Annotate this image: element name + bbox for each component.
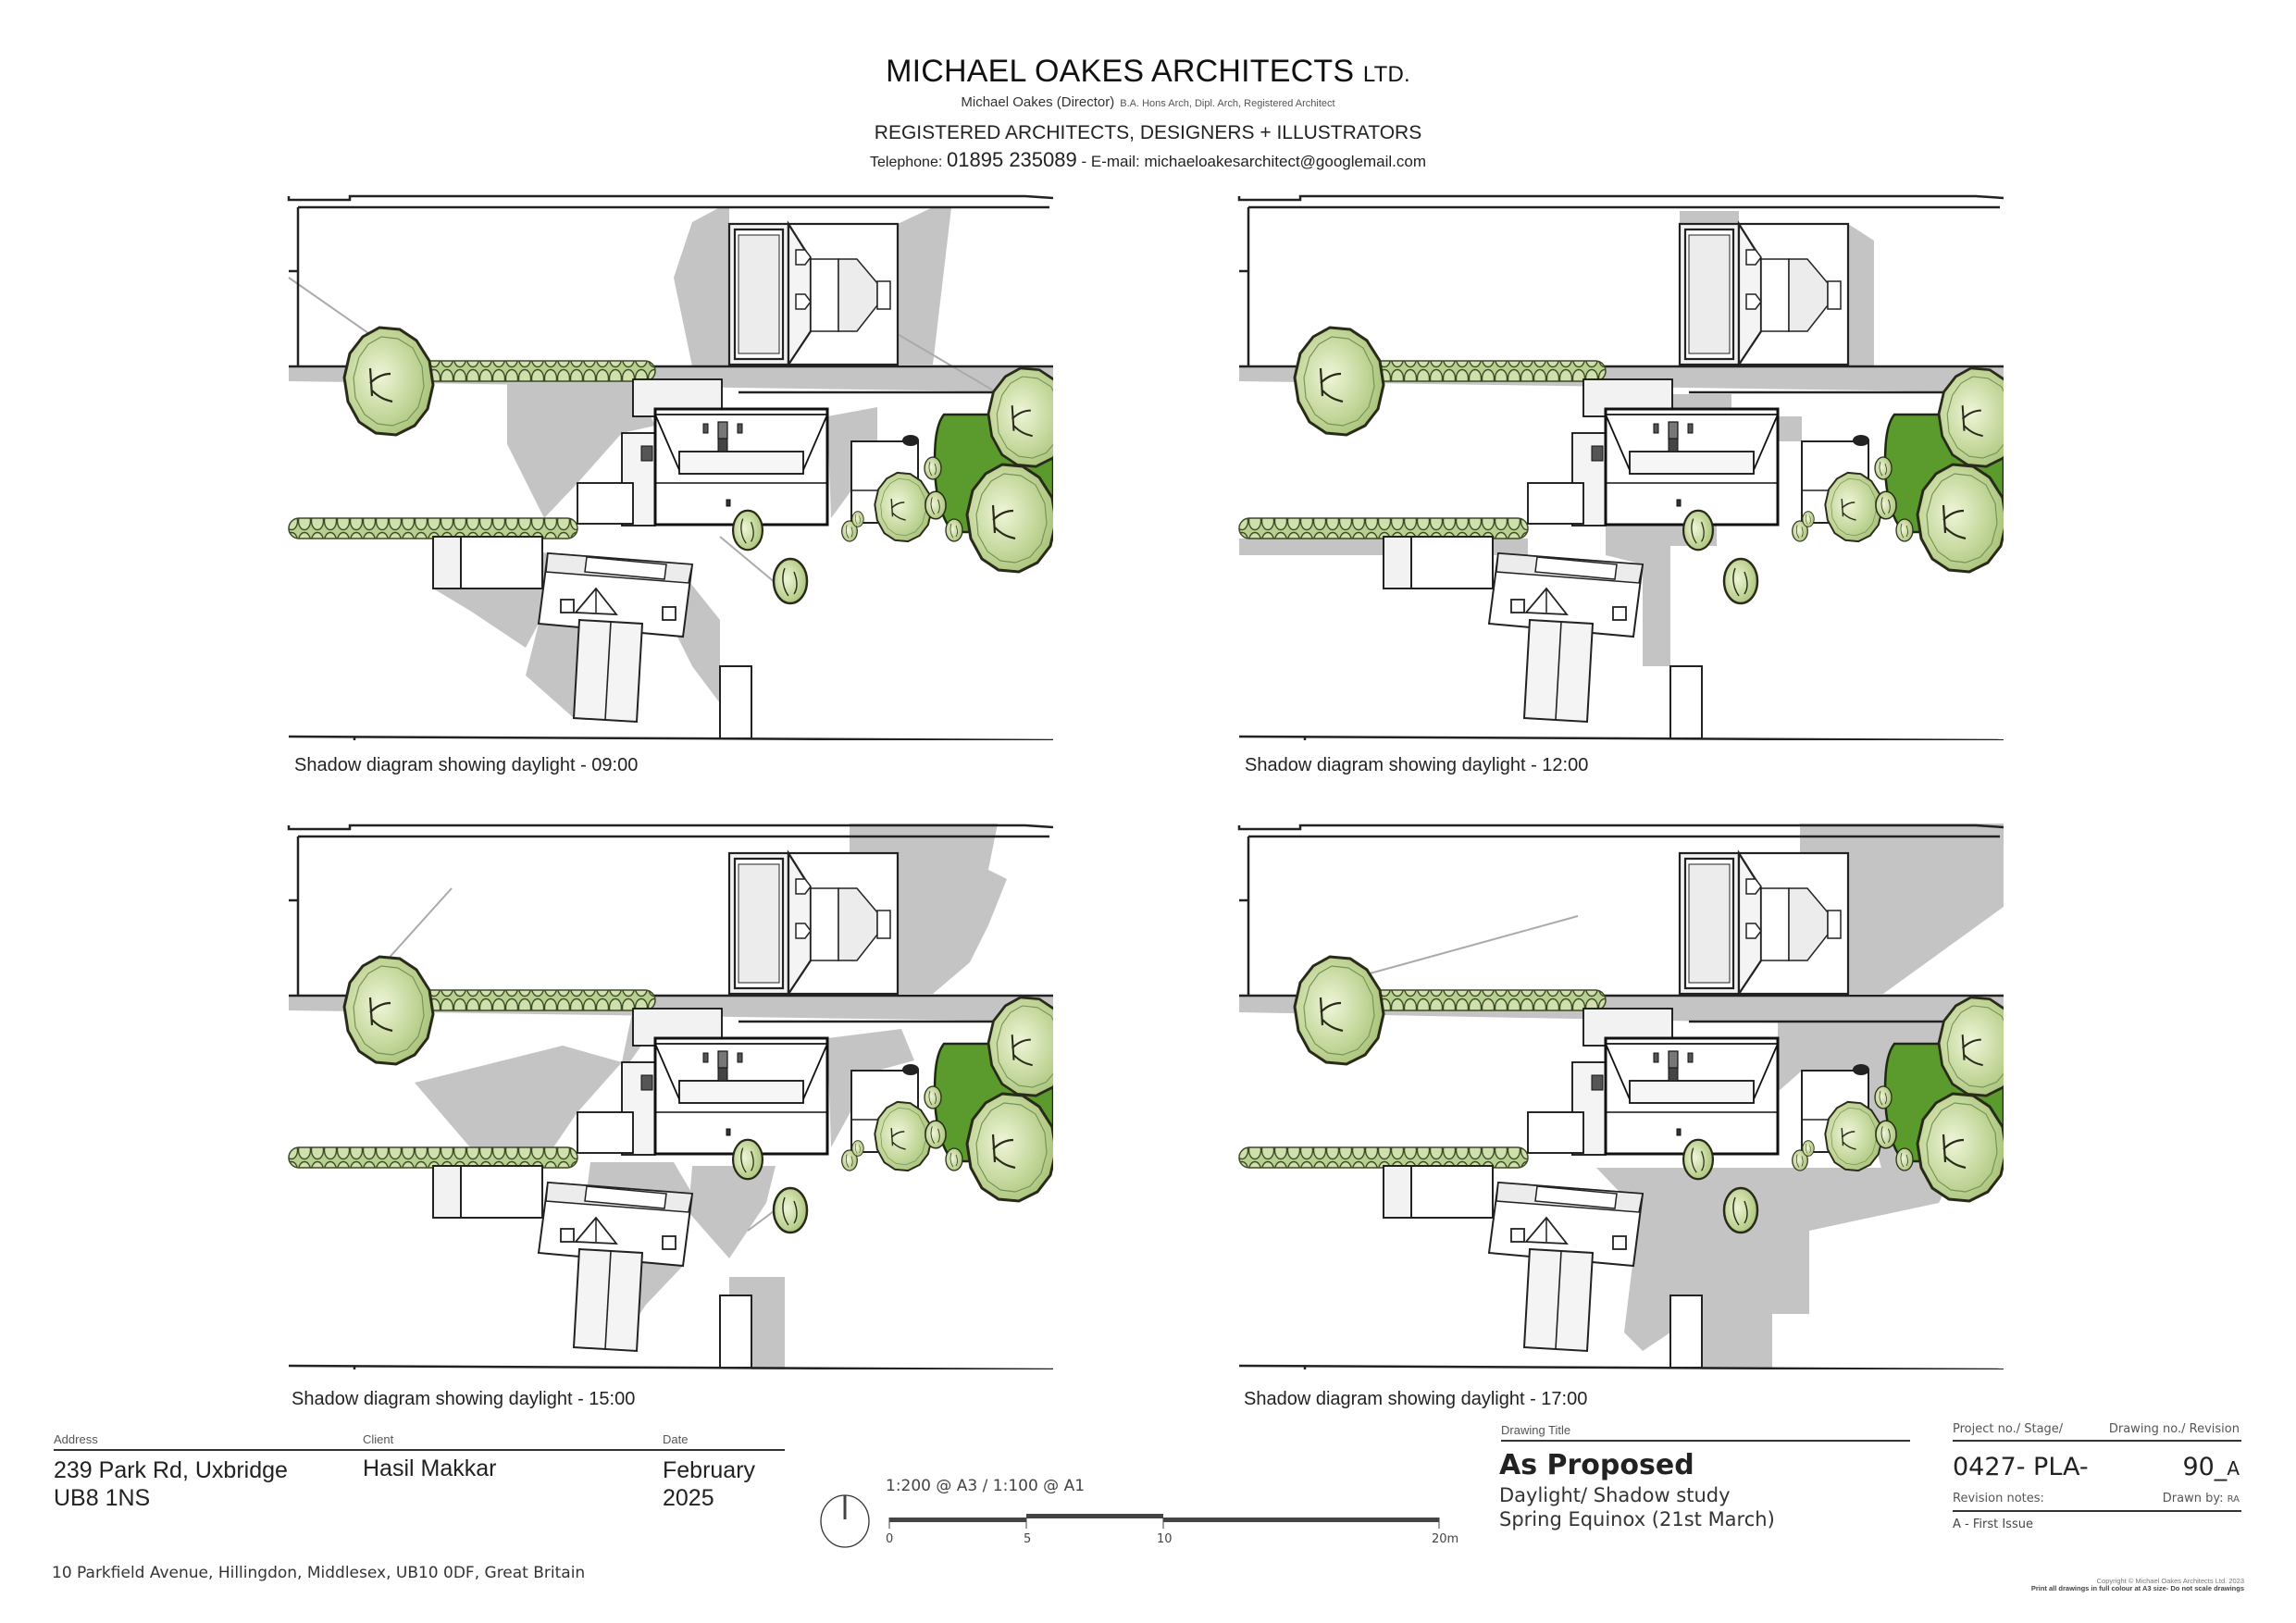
info-divider xyxy=(54,1449,785,1451)
director-qualifications: B.A. Hons Arch, Dipl. Arch, Registered A… xyxy=(1120,98,1335,109)
revision-divider xyxy=(1953,1510,2241,1512)
print-note: Print all drawings in full colour at A3 … xyxy=(2030,1584,2244,1592)
shadow-diagram-0900 xyxy=(285,185,1053,740)
revision-first-issue: A - First Issue xyxy=(1953,1518,2033,1531)
date-month: February xyxy=(663,1457,756,1483)
office-address: 10 Parkfield Avenue, Hillingdon, Middles… xyxy=(52,1564,586,1582)
client-label: Client xyxy=(363,1432,394,1446)
caption-1700: Shadow diagram showing daylight - 17:00 xyxy=(1244,1389,1588,1409)
north-arrow-icon xyxy=(820,1494,870,1548)
drawing-number-text: 90_ xyxy=(2182,1453,2228,1481)
drawn-by-label: Drawn by: xyxy=(2162,1492,2224,1505)
address-line1: 239 Park Rd, Uxbridge xyxy=(54,1457,288,1483)
drawn-by: Drawn by: RA xyxy=(2082,1492,2240,1505)
copyright-notice: Copyright © Michael Oakes Architects Ltd… xyxy=(2096,1577,2244,1585)
site-plan-1200 xyxy=(1235,185,2004,740)
contact-line: Telephone: 01895 235089 - E-mail: michae… xyxy=(0,148,2296,172)
drawing-number: 90_A xyxy=(2110,1453,2240,1481)
drawing-no-label: Drawing no./ Revision xyxy=(2108,1422,2240,1436)
director-name: Michael Oakes (Director) xyxy=(961,94,1115,110)
drawing-subtitle-2: Spring Equinox (21st March) xyxy=(1499,1508,1775,1530)
site-plan-0900 xyxy=(285,185,1053,740)
project-label: Project no./ Stage/ xyxy=(1953,1422,2064,1436)
director-line: Michael Oakes (Director) B.A. Hons Arch, … xyxy=(0,94,2296,110)
shadow-diagram-1200 xyxy=(1235,185,2004,740)
site-plan-1700 xyxy=(1235,824,2004,1369)
drawing-subtitle-1: Daylight/ Shadow study xyxy=(1499,1484,1731,1506)
address-label: Address xyxy=(54,1432,98,1446)
drawing-title-label: Drawing Title xyxy=(1501,1423,1571,1437)
scale-text: 1:200 @ A3 / 1:100 @ A1 xyxy=(886,1477,1086,1495)
scale-tick-10: 10 xyxy=(1157,1532,1173,1546)
firm-tagline: REGISTERED ARCHITECTS, DESIGNERS + ILLUS… xyxy=(874,122,1422,143)
drawing-title-divider xyxy=(1501,1440,1910,1442)
firm-name: MICHAEL OAKES ARCHITECTS LTD. xyxy=(0,54,2296,90)
shadow-diagram-1700 xyxy=(1235,814,2004,1369)
firm-suffix: LTD. xyxy=(1362,62,1410,87)
caption-0900: Shadow diagram showing daylight - 09:00 xyxy=(294,755,639,775)
client-name: Hasil Makkar xyxy=(363,1456,497,1481)
date-label: Date xyxy=(663,1432,689,1446)
project-number: 0427- PLA- xyxy=(1953,1453,2089,1481)
scale-tick-5: 5 xyxy=(1024,1532,1032,1546)
scale-tick-20m: 20m xyxy=(1432,1532,1459,1546)
telephone-number: 01895 235089 xyxy=(947,148,1077,171)
revision-notes-label: Revision notes: xyxy=(1953,1492,2044,1505)
drawing-title: As Proposed xyxy=(1499,1449,1694,1481)
date-year: 2025 xyxy=(663,1485,714,1511)
scale-bar xyxy=(888,1514,1440,1529)
revision-letter: A xyxy=(2227,1457,2240,1480)
scale-tick-0: 0 xyxy=(886,1532,894,1546)
email-address: michaeloakesarchitect@googlemail.com xyxy=(1144,153,1426,170)
shadow-diagram-1500 xyxy=(285,814,1053,1369)
drawn-by-initials: RA xyxy=(2227,1494,2240,1505)
caption-1500: Shadow diagram showing daylight - 15:00 xyxy=(292,1389,636,1409)
caption-1200: Shadow diagram showing daylight - 12:00 xyxy=(1245,755,1589,775)
firm-name-text: MICHAEL OAKES ARCHITECTS xyxy=(886,54,1355,89)
address-line2: UB8 1NS xyxy=(54,1485,151,1511)
telephone-label: Telephone: xyxy=(870,155,943,170)
email-label: - E-mail: xyxy=(1081,153,1140,170)
site-plan-1500 xyxy=(285,824,1053,1369)
project-divider xyxy=(1953,1440,2241,1442)
